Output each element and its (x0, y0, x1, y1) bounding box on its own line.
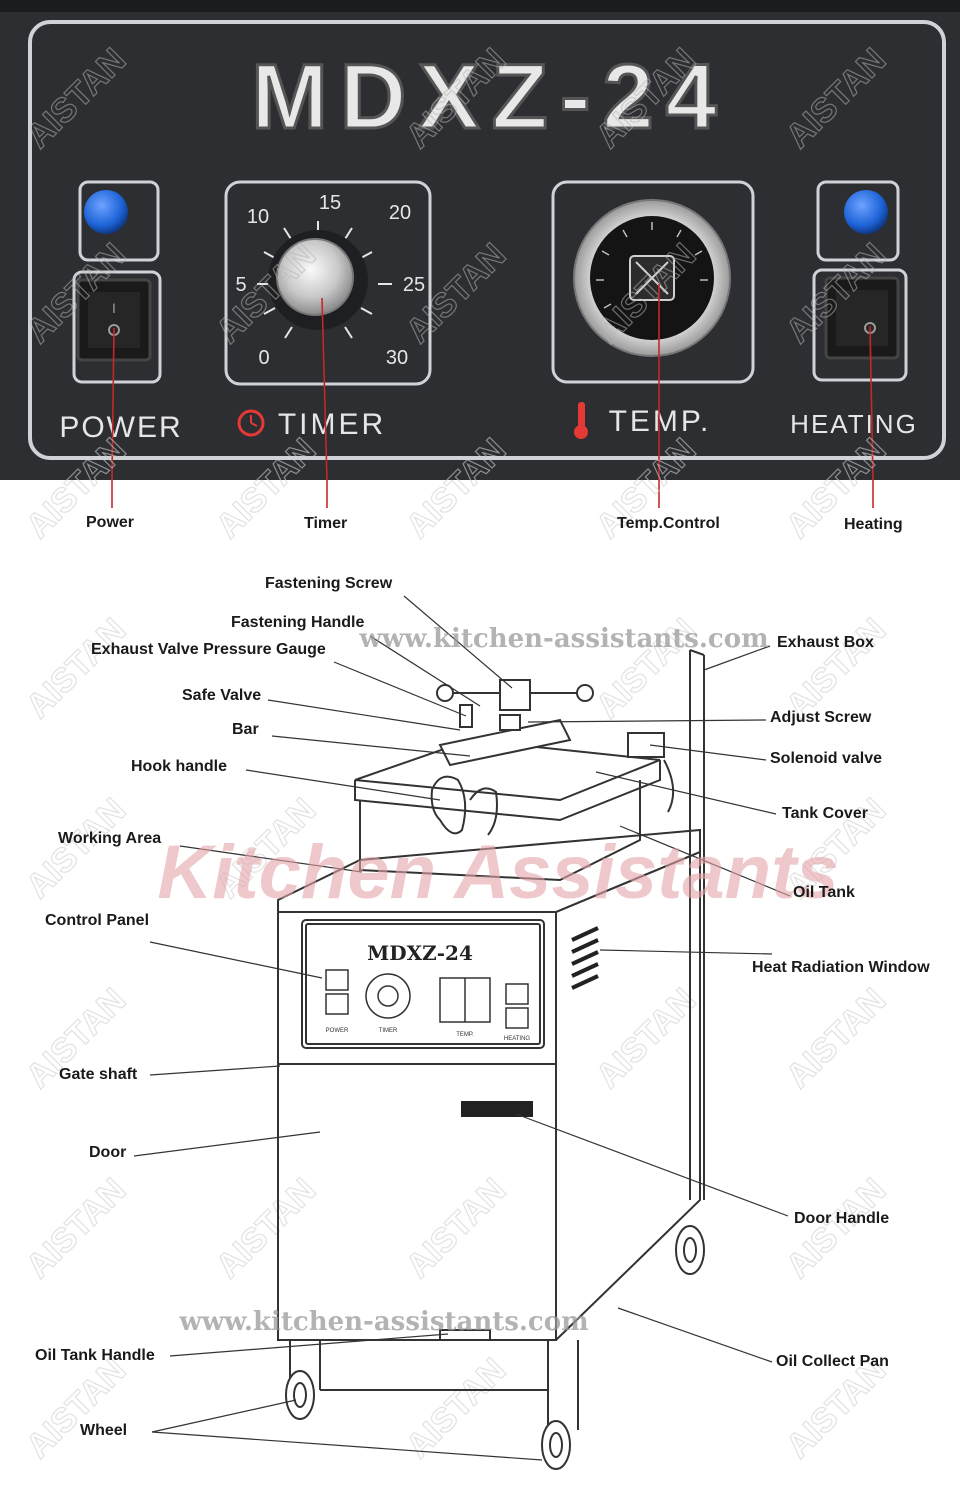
heating-indicator-light (844, 190, 888, 234)
label-exhaust-gauge: Exhaust Valve Pressure Gauge (91, 641, 326, 658)
label-door-handle: Door Handle (794, 1210, 890, 1227)
label-heat-radiation-window: Heat Radiation Window (752, 959, 930, 976)
mini-label-heating: HEATING (504, 1036, 531, 1042)
mini-label-temp: TEMP. (456, 1032, 474, 1038)
label-hook-handle: Hook handle (131, 758, 228, 775)
svg-text:AISTAN: AISTAN (19, 1351, 134, 1466)
panel-label-power: POWER (59, 411, 182, 444)
svg-text:AISTAN: AISTAN (589, 981, 704, 1096)
label-solenoid-valve: Solenoid valve (770, 750, 883, 767)
fryer-drawing (277, 649, 705, 1470)
thermometer-icon (574, 402, 588, 439)
label-oil-tank: Oil Tank (793, 884, 855, 901)
label-safe-valve: Safe Valve (182, 687, 262, 704)
label-gate-shaft: Gate shaft (59, 1066, 138, 1083)
timer-tick-25: 25 (403, 274, 425, 296)
panel-border (28, 20, 946, 460)
control-panel-photo: MDXZ-24 I POWER 0 5 10 15 20 25 30 TIMER (0, 0, 960, 480)
label-door: Door (89, 1144, 127, 1161)
diagram-model-title: MDXZ-24 (367, 941, 473, 965)
timer-tick-10: 10 (247, 206, 269, 228)
svg-text:AISTAN: AISTAN (399, 431, 514, 546)
panel-model-title: MDXZ-24 (251, 46, 729, 148)
panel-callout-lines-lower (111, 480, 874, 508)
timer-tick-0: 0 (258, 347, 269, 369)
label-bar: Bar (232, 721, 259, 738)
svg-text:AISTAN: AISTAN (779, 1171, 894, 1286)
timer-tick-30: 30 (386, 347, 408, 369)
timer-icon (237, 409, 265, 437)
timer-tick-15: 15 (319, 192, 341, 214)
url-watermark-top: www.kitchen-assistants.com (358, 624, 768, 654)
timer-dial (257, 221, 392, 339)
svg-text:AISTAN: AISTAN (19, 791, 134, 906)
panel-label-heating: HEATING (790, 409, 918, 439)
svg-text:AISTAN: AISTAN (399, 1171, 514, 1286)
label-fastening-screw: Fastening Screw (265, 575, 393, 592)
svg-text:AISTAN: AISTAN (399, 1351, 514, 1466)
svg-text:AISTAN: AISTAN (779, 981, 894, 1096)
label-oil-collect-pan: Oil Collect Pan (776, 1353, 889, 1370)
brand-watermark: Kitchen Assistants (157, 830, 838, 915)
mini-label-power: POWER (326, 1028, 349, 1034)
timer-tick-5: 5 (235, 274, 246, 296)
label-tank-cover: Tank Cover (782, 805, 868, 822)
callout-lines (133, 595, 791, 1461)
timer-tick-20: 20 (389, 202, 411, 224)
panel-callout-lines (111, 284, 874, 480)
label-oil-tank-handle: Oil Tank Handle (35, 1347, 155, 1364)
label-working-area: Working Area (58, 830, 162, 847)
diagram-mini-panel (325, 969, 529, 1029)
callout-timer: Timer (304, 515, 348, 532)
callout-temp-control: Temp.Control (617, 515, 720, 532)
callout-heating: Heating (844, 516, 903, 533)
svg-text:AISTAN: AISTAN (19, 611, 134, 726)
svg-text:I: I (112, 300, 116, 316)
timer-knob[interactable] (276, 238, 354, 316)
panel-label-timer: TIMER (278, 408, 386, 441)
door-handle-bar (461, 1101, 533, 1117)
label-fastening-handle: Fastening Handle (231, 614, 365, 631)
svg-text:AISTAN: AISTAN (19, 1171, 134, 1286)
svg-text:AISTAN: AISTAN (209, 1171, 324, 1286)
label-control-panel: Control Panel (45, 912, 150, 929)
callout-power: Power (86, 514, 135, 531)
url-watermark-bottom: www.kitchen-assistants.com (178, 1307, 588, 1337)
label-adjust-screw: Adjust Screw (770, 709, 872, 726)
label-exhaust-box: Exhaust Box (777, 634, 874, 651)
label-wheel: Wheel (80, 1422, 128, 1439)
mini-label-timer: TIMER (379, 1028, 398, 1034)
power-indicator-light (84, 190, 128, 234)
